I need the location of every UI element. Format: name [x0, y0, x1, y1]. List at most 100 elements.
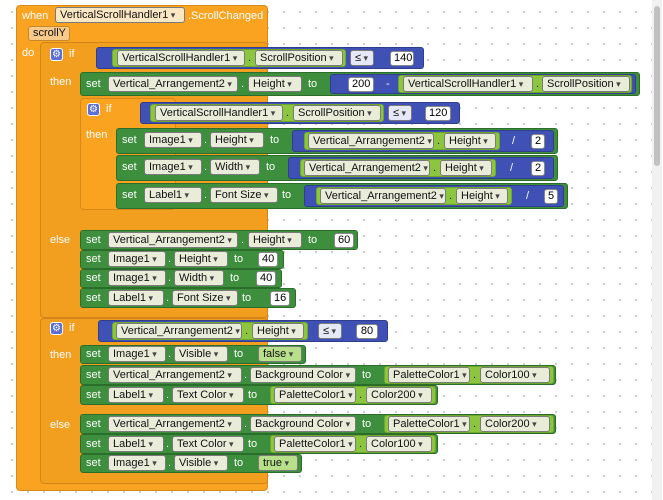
palette-component-dropdown[interactable]: PaletteColor1 ▾ — [388, 367, 470, 383]
getter-property-dropdown[interactable]: Height ▾ — [444, 133, 496, 149]
to-label: to — [242, 292, 252, 304]
mutator-gear-icon[interactable]: ⚙ — [50, 322, 63, 335]
number-input[interactable]: 2 — [531, 161, 545, 176]
getter-component-dropdown[interactable]: Vertical_Arrangement2 ▾ — [320, 188, 446, 204]
setter-component-dropdown[interactable]: Vertical_Arrangement2 ▾ — [108, 367, 242, 383]
getter-component-dropdown[interactable]: Vertical_Arrangement2 ▾ — [308, 133, 434, 149]
getter-property-dropdown[interactable]: ScrollPosition ▾ — [542, 76, 630, 92]
setter-property-dropdown[interactable]: Height ▾ — [248, 76, 302, 92]
dropdown-arrow-icon: ▾ — [210, 254, 218, 264]
boolean-dropdown[interactable]: false ▾ — [258, 346, 302, 362]
set-label: set — [122, 189, 137, 201]
event-component-dropdown[interactable]: VerticalScrollHandler1 ▾ — [55, 7, 185, 23]
dropdown-arrow-icon: ▾ — [243, 162, 251, 172]
getter-property-dropdown[interactable]: Height ▾ — [440, 160, 492, 176]
dot-label: . — [244, 418, 248, 430]
getter-property-dropdown[interactable]: Height ▾ — [456, 188, 508, 204]
setter-property-dropdown[interactable]: Width ▾ — [174, 270, 224, 286]
compare-operator-dropdown[interactable]: ≤ ▾ — [388, 105, 412, 121]
dropdown-arrow-icon: ▾ — [424, 136, 432, 146]
dropdown-arrow-icon: ▾ — [613, 79, 621, 89]
dropdown-arrow-icon: ▾ — [224, 419, 232, 429]
dropdown-arrow-icon: ▾ — [261, 190, 269, 200]
dot-label: . — [536, 78, 540, 90]
dropdown-arrow-icon: ▾ — [185, 162, 193, 172]
setter-component-dropdown[interactable]: Vertical_Arrangement2 ▾ — [108, 232, 238, 248]
getter-property-dropdown[interactable]: ScrollPosition ▾ — [255, 50, 343, 66]
setter-component-dropdown[interactable]: Image1 ▾ — [144, 132, 202, 148]
number-input[interactable]: 5 — [544, 189, 558, 204]
then-label-1: then — [50, 76, 72, 88]
getter-component-dropdown[interactable]: VerticalScrollHandler1 ▾ — [403, 76, 533, 92]
number-input[interactable]: 16 — [270, 291, 290, 306]
number-input[interactable]: 40 — [258, 252, 278, 267]
number-input[interactable]: 200 — [348, 77, 374, 92]
setter-property-dropdown[interactable]: Height ▾ — [248, 232, 302, 248]
dropdown-arrow-icon: ▾ — [399, 108, 407, 118]
dot-label: . — [244, 369, 248, 381]
setter-property-dropdown[interactable]: Background Color ▾ — [250, 367, 356, 383]
setter-component-dropdown[interactable]: Image1 ▾ — [108, 455, 166, 471]
scrollbar-thumb[interactable] — [654, 6, 660, 166]
setter-component-dropdown[interactable]: Image1 ▾ — [108, 270, 166, 286]
dot-label: . — [241, 234, 245, 246]
setter-property-dropdown[interactable]: Background Color ▾ — [250, 416, 356, 432]
boolean-dropdown[interactable]: true ▾ — [258, 455, 298, 471]
set-label: set — [86, 272, 101, 284]
getter-component-dropdown[interactable]: Vertical_Arrangement2 ▾ — [304, 160, 430, 176]
setter-property-dropdown[interactable]: Visible ▾ — [174, 346, 228, 362]
getter-component-dropdown[interactable]: VerticalScrollHandler1 ▾ — [117, 50, 245, 66]
number-input[interactable]: 2 — [531, 134, 545, 149]
setter-property-dropdown[interactable]: Text Color ▾ — [172, 387, 244, 403]
setter-component-dropdown[interactable]: Vertical_Arrangement2 ▾ — [108, 76, 238, 92]
dropdown-arrow-icon: ▾ — [149, 254, 157, 264]
number-input[interactable]: 40 — [256, 271, 276, 286]
setter-component-dropdown[interactable]: Image1 ▾ — [144, 159, 202, 175]
setter-component-dropdown[interactable]: Label1 ▾ — [144, 187, 202, 203]
setter-component-dropdown[interactable]: Image1 ▾ — [108, 251, 166, 267]
dropdown-arrow-icon: ▾ — [149, 349, 157, 359]
setter-property-dropdown[interactable]: Font Size ▾ — [172, 290, 238, 306]
to-label: to — [248, 438, 258, 450]
setter-property-dropdown[interactable]: Height ▾ — [210, 132, 264, 148]
setter-property-dropdown[interactable]: Font Size ▾ — [210, 187, 278, 203]
palette-color-dropdown[interactable]: Color100 ▾ — [480, 367, 550, 383]
palette-color-dropdown[interactable]: Color200 ▾ — [480, 416, 550, 432]
dropdown-arrow-icon: ▾ — [476, 163, 484, 173]
setter-component-dropdown[interactable]: Image1 ▾ — [108, 346, 166, 362]
setter-property-dropdown[interactable]: Visible ▾ — [174, 455, 228, 471]
dot-label: . — [166, 389, 170, 401]
getter-property-dropdown[interactable]: ScrollPosition ▾ — [293, 105, 381, 121]
setter-component-dropdown[interactable]: Label1 ▾ — [108, 290, 164, 306]
getter-component-dropdown[interactable]: VerticalScrollHandler1 ▾ — [155, 105, 283, 121]
setter-component-dropdown[interactable]: Label1 ▾ — [108, 436, 164, 452]
setter-property-dropdown[interactable]: Text Color ▾ — [172, 436, 244, 452]
compare-operator-dropdown[interactable]: ≤ ▾ — [318, 323, 342, 339]
setter-property-dropdown[interactable]: Height ▾ — [174, 251, 228, 267]
palette-color-dropdown[interactable]: Color100 ▾ — [366, 436, 432, 452]
param-scrollY[interactable]: scrollY — [28, 26, 70, 41]
palette-component-dropdown[interactable]: PaletteColor1 ▾ — [274, 436, 356, 452]
getter-component-dropdown[interactable]: Vertical_Arrangement2 ▾ — [116, 323, 242, 339]
number-input[interactable]: 140 — [390, 51, 414, 66]
number-input[interactable]: 60 — [334, 233, 354, 248]
setter-property-dropdown[interactable]: Width ▾ — [210, 159, 260, 175]
set-label: set — [86, 389, 101, 401]
mutator-gear-icon[interactable]: ⚙ — [50, 48, 63, 61]
palette-component-dropdown[interactable]: PaletteColor1 ▾ — [274, 387, 356, 403]
number-input[interactable]: 120 — [425, 106, 451, 121]
dropdown-arrow-icon: ▾ — [224, 79, 232, 89]
workspace-scrollbar[interactable] — [652, 0, 662, 500]
compare-operator-dropdown[interactable]: ≤ ▾ — [350, 50, 374, 66]
palette-component-dropdown[interactable]: PaletteColor1 ▾ — [388, 416, 470, 432]
setter-component-dropdown[interactable]: Label1 ▾ — [108, 387, 164, 403]
palette-color-dropdown[interactable]: Color200 ▾ — [366, 387, 432, 403]
dot-label: . — [166, 438, 170, 450]
dot-label: . — [286, 107, 290, 119]
getter-property-dropdown[interactable]: Height ▾ — [252, 323, 304, 339]
dot-label: . — [168, 272, 172, 284]
setter-component-dropdown[interactable]: Vertical_Arrangement2 ▾ — [108, 416, 242, 432]
number-input[interactable]: 80 — [356, 324, 378, 339]
to-label: to — [308, 78, 318, 90]
mutator-gear-icon[interactable]: ⚙ — [87, 103, 100, 116]
